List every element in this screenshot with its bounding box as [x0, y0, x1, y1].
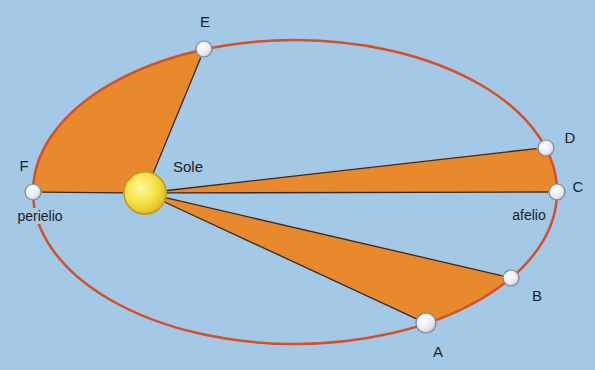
sun-shape: [123, 171, 167, 215]
label-holder: E: [198, 13, 212, 31]
label-holder: D: [563, 129, 578, 147]
position-label: E: [198, 13, 212, 30]
label-holder: Sole: [171, 158, 205, 176]
radius-vector: [165, 202, 417, 319]
label-holder: F: [17, 157, 30, 175]
radius-vector: [153, 58, 200, 173]
position-label: A: [431, 343, 445, 360]
orbit-point-name: perielio: [15, 208, 64, 224]
sun-circle: Sole: [123, 171, 167, 215]
planet-shape: [548, 183, 566, 201]
sun-disc: [124, 172, 166, 214]
planet-disc: [538, 140, 554, 156]
position-label: F: [17, 157, 30, 174]
planet-disc: [25, 184, 41, 200]
planet-disc: [503, 270, 519, 286]
swept-areas: [33, 49, 557, 323]
planet-shape: [195, 40, 213, 58]
radius-vector: [42, 191, 123, 193]
label-holder: A: [431, 343, 445, 361]
orbit-ellipse: [33, 40, 557, 344]
planet-disc: [196, 41, 212, 57]
swept-sector: [33, 49, 204, 193]
planet-shape: [24, 183, 42, 201]
label-holder: afelio: [510, 206, 547, 224]
planet-position: E: [195, 40, 213, 58]
radius-vector: [166, 198, 502, 276]
planet-position: B: [502, 269, 520, 287]
planet-disc: [549, 184, 565, 200]
radius-vector: [167, 149, 537, 191]
planet-disc: [416, 313, 436, 333]
planet-position: D: [537, 139, 555, 157]
planet-position: A: [415, 312, 437, 334]
swept-sector: [145, 148, 557, 193]
swept-sector: [145, 193, 511, 323]
planet-shape: [502, 269, 520, 287]
planet-shape: [537, 139, 555, 157]
label-holder: C: [571, 178, 586, 196]
planet-position: Fperielio: [24, 183, 42, 201]
position-label: C: [571, 178, 586, 195]
planet-shape: [415, 312, 437, 334]
position-label: D: [563, 129, 578, 146]
position-label: B: [530, 287, 544, 304]
orbit-point-name: afelio: [510, 207, 547, 223]
position-label: Sole: [171, 158, 205, 175]
label-holder: B: [530, 287, 544, 305]
radius-vector: [167, 191, 548, 193]
label-holder: perielio: [15, 207, 64, 225]
planet-position: Cafelio: [548, 183, 566, 201]
